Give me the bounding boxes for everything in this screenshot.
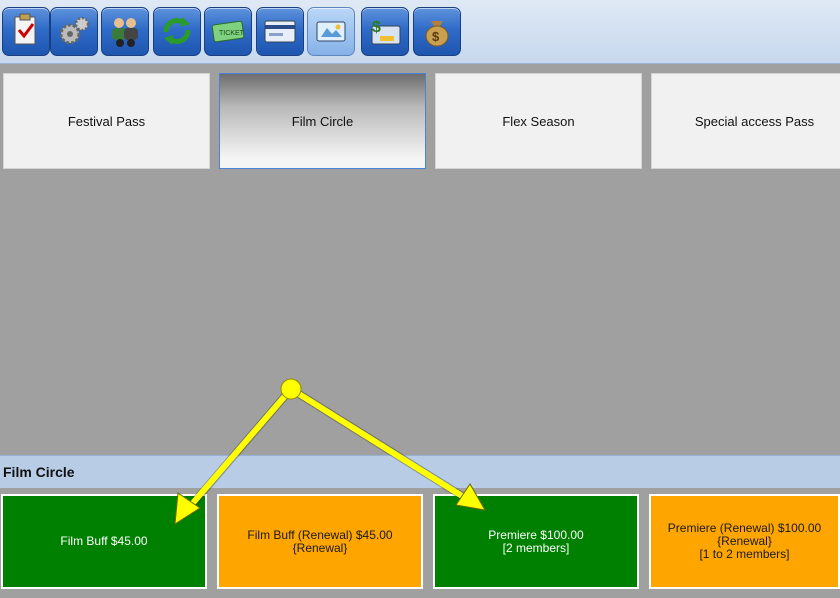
clipboard-check-icon [14, 13, 36, 45]
section-header: Film Circle [0, 455, 840, 488]
pass-tile-festival-pass[interactable]: Festival Pass [3, 73, 210, 169]
product-line: {Renewal} [292, 540, 348, 555]
people-search-button[interactable] [101, 7, 149, 56]
product-line: Film Buff $45.00 [60, 534, 148, 548]
product-line: Premiere (Renewal) $100.00 [667, 521, 822, 535]
money-button[interactable]: $ [413, 7, 461, 56]
arrow-to-film-buff [183, 386, 294, 514]
payment-button[interactable]: $ [361, 7, 409, 56]
svg-text:TICKET: TICKET [219, 30, 245, 37]
pass-tile-special-access-pass[interactable]: Special access Pass [651, 73, 840, 169]
renew-button[interactable] [153, 7, 201, 56]
product-line: [1 to 2 members] [699, 547, 790, 561]
svg-text:$: $ [432, 29, 440, 44]
toolbar: TICKET $ $ [0, 0, 840, 64]
memberships-button[interactable] [307, 7, 355, 56]
section-title: Film Circle [3, 464, 75, 480]
svg-text:$: $ [372, 19, 381, 36]
pass-tile-flex-season[interactable]: Flex Season [435, 73, 642, 169]
product-tile-premiere-renewal[interactable]: Premiere (Renewal) $100.00 {Renewal} [1 … [649, 494, 840, 589]
gears-icon [59, 16, 90, 45]
product-tile-film-buff-renewal[interactable]: Film Buff (Renewal) $45.00 {Renewal} [217, 494, 423, 589]
money-bag-icon: $ [425, 21, 449, 47]
product-tile-premiere[interactable]: Premiere $100.00 [2 members] [433, 494, 639, 589]
product-line: {Renewal} [717, 534, 772, 548]
credit-card-icon [264, 20, 296, 43]
settings-button[interactable] [50, 7, 98, 56]
pass-tile-film-circle[interactable]: Film Circle [219, 73, 426, 169]
product-line: [2 members] [502, 540, 570, 555]
clipboard-check-button[interactable] [2, 7, 50, 56]
people-binoculars-icon [112, 18, 138, 47]
membership-card-icon [316, 21, 346, 42]
product-tile-film-buff[interactable]: Film Buff $45.00 [1, 494, 207, 589]
credit-card-button[interactable] [256, 7, 304, 56]
recycle-arrows-icon [163, 17, 191, 45]
product-line: Film Buff (Renewal) $45.00 [247, 527, 393, 542]
ticket-icon: TICKET [211, 20, 245, 43]
tickets-button[interactable]: TICKET [204, 7, 252, 56]
dollar-card-icon: $ [371, 19, 401, 45]
pass-category-row: Festival Pass Film Circle Flex Season Sp… [0, 64, 840, 174]
arrow-origin-dot [280, 378, 302, 400]
product-line: Premiere $100.00 [488, 527, 584, 542]
